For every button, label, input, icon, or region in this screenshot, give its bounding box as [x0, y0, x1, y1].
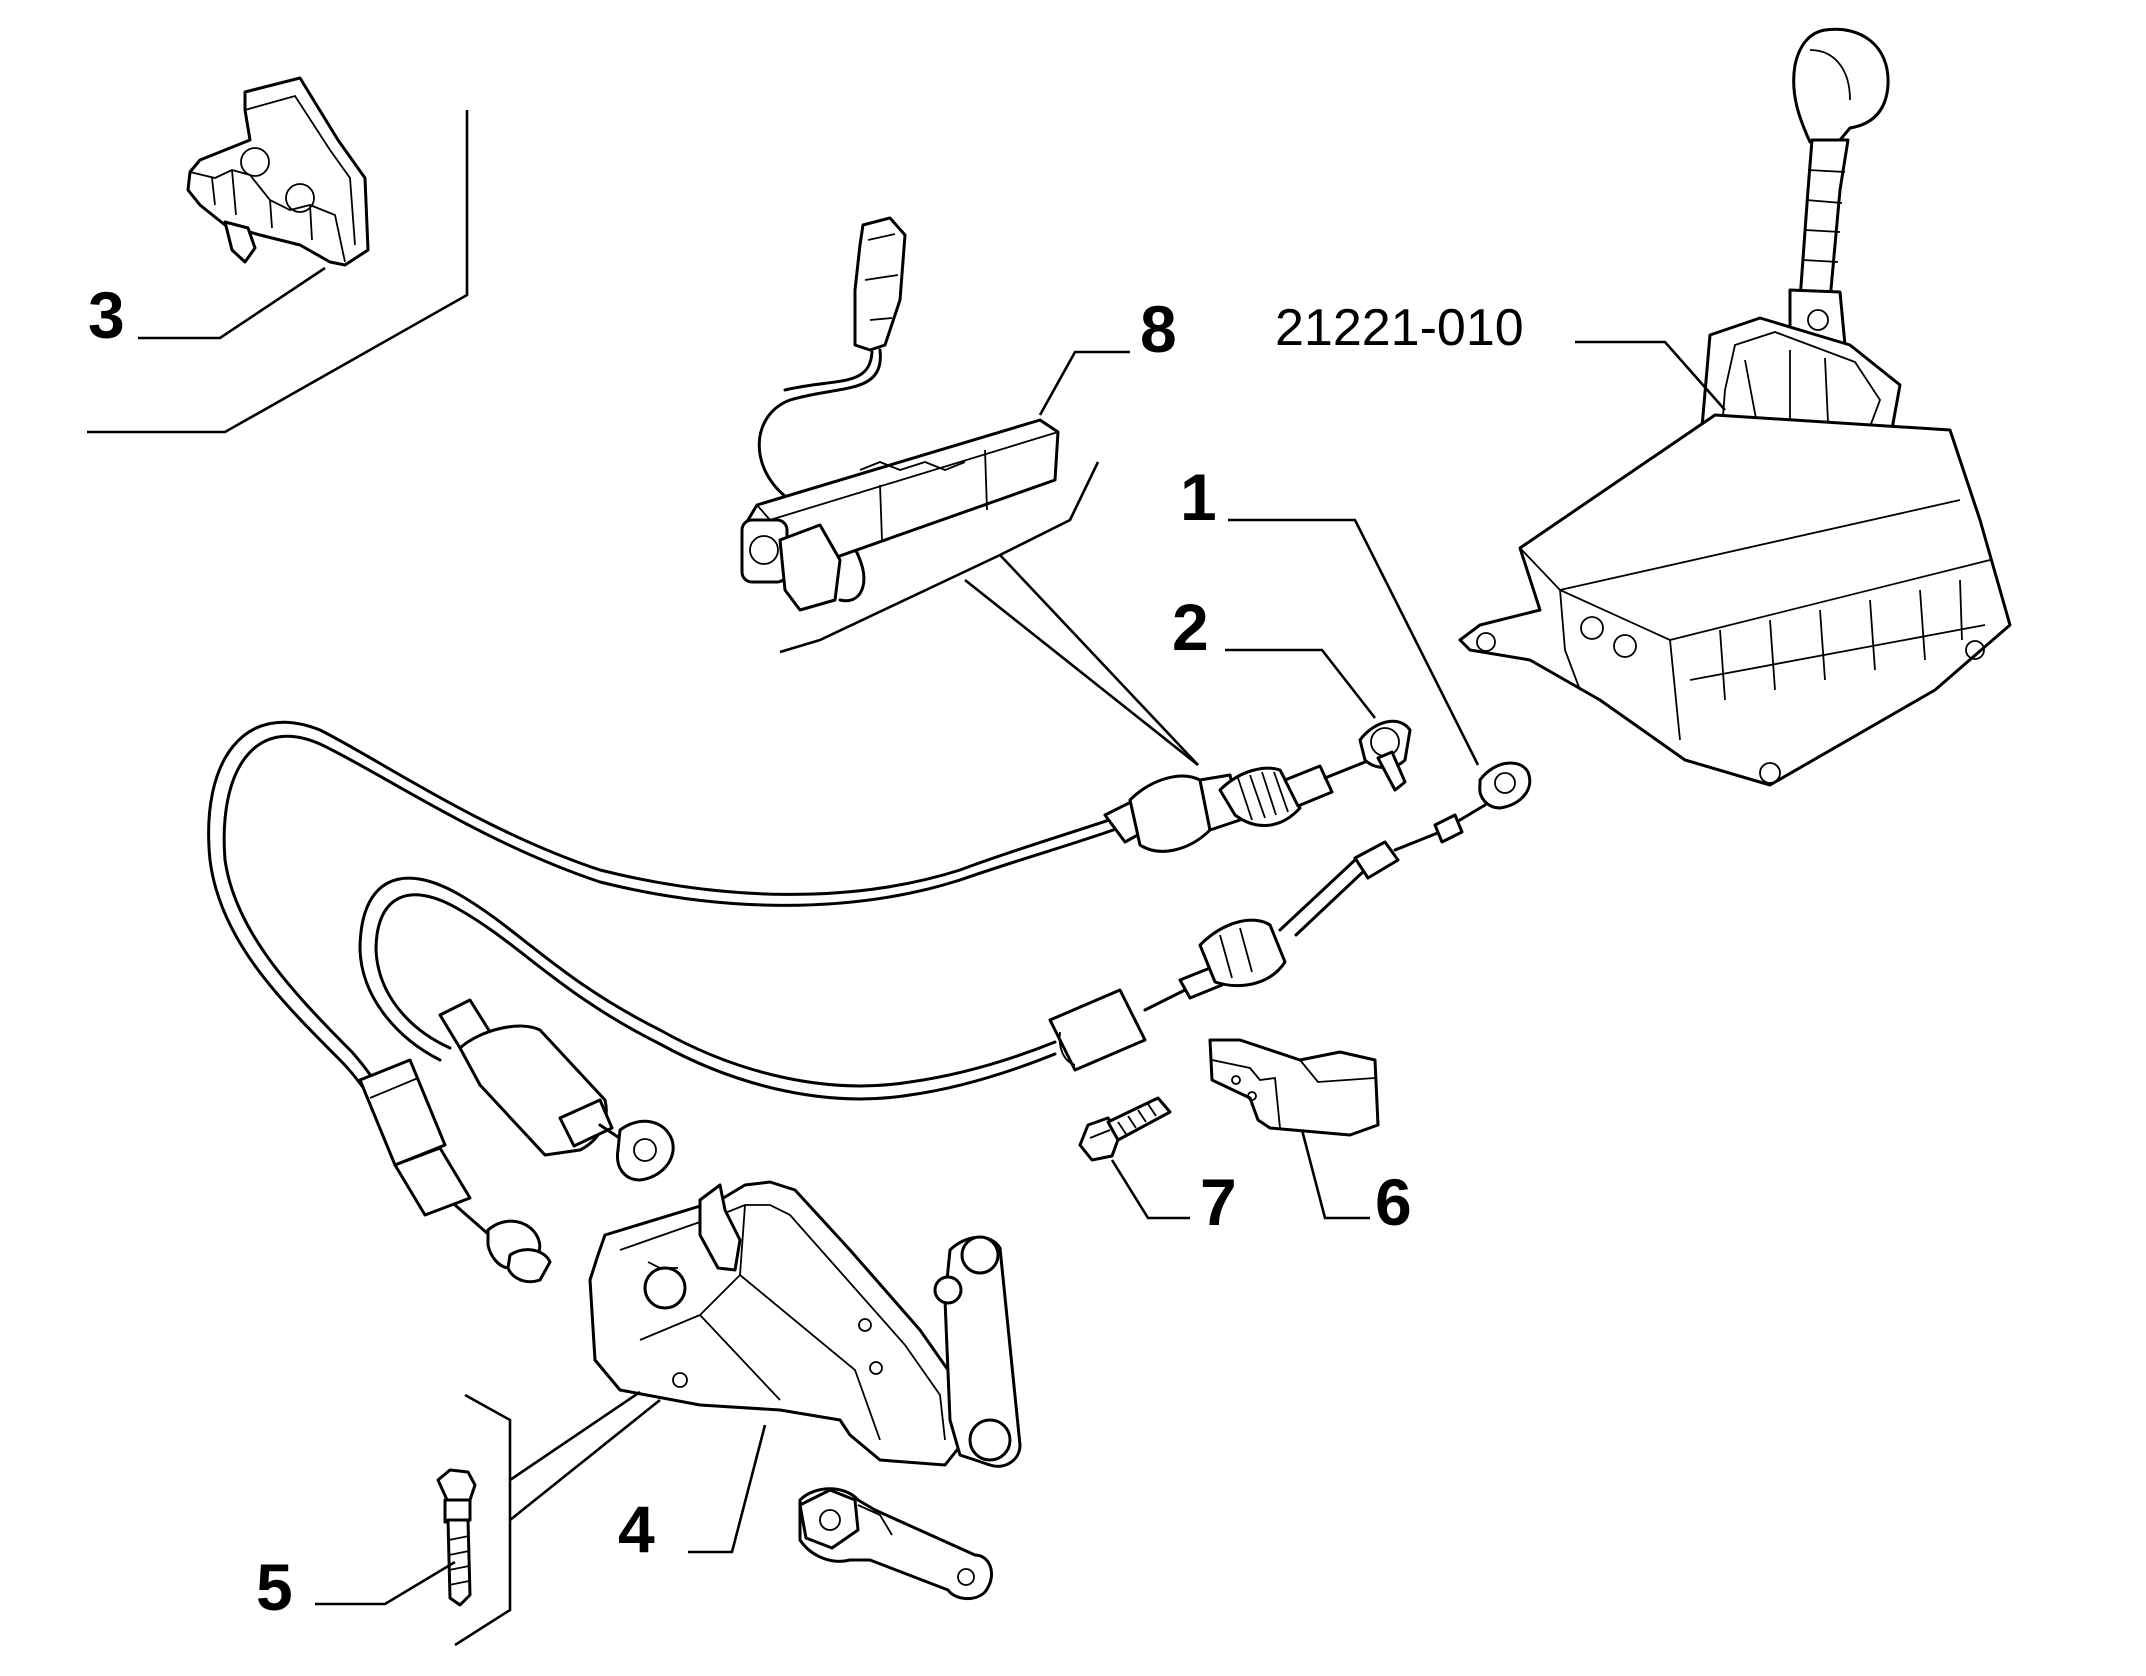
leader-8	[1038, 350, 1130, 416]
callout-3: 3	[88, 278, 125, 352]
callout-2: 2	[1172, 590, 1209, 664]
reference-number: 21221-010	[1275, 299, 1524, 357]
bracket-8-tail-2	[964, 578, 1199, 767]
callout-4: 4	[618, 1492, 655, 1566]
callout-1: 1	[1180, 460, 1217, 534]
part-5-bolt	[436, 1468, 477, 1607]
part-7-screw	[1078, 1096, 1172, 1162]
leader-2	[1225, 648, 1377, 719]
leader-7	[1110, 1159, 1190, 1220]
bracket-8-tail	[999, 554, 1199, 766]
leader-5	[315, 1560, 456, 1606]
part-8-sensor	[740, 216, 1060, 612]
bracket-3	[87, 110, 469, 434]
callout-8: 8	[1140, 292, 1177, 366]
leader-4	[688, 1424, 767, 1554]
part-gear-lever-assembly	[1458, 27, 2012, 787]
part-4-bracket	[588, 1180, 1022, 1600]
bracket-4	[454, 1390, 641, 1647]
leader-3	[138, 266, 326, 340]
callout-6: 6	[1375, 1165, 1412, 1239]
part-6-bracket	[1208, 1038, 1380, 1137]
cable-1	[358, 761, 1532, 1182]
callout-5: 5	[256, 1550, 293, 1624]
leader-6	[1300, 1129, 1370, 1220]
part-3-clip	[186, 76, 370, 267]
cable-2	[207, 719, 1412, 1284]
callout-7: 7	[1200, 1165, 1237, 1239]
leader-1	[1228, 518, 1480, 766]
leader-ref	[1575, 340, 1726, 411]
bracket-4-b	[509, 1398, 661, 1522]
